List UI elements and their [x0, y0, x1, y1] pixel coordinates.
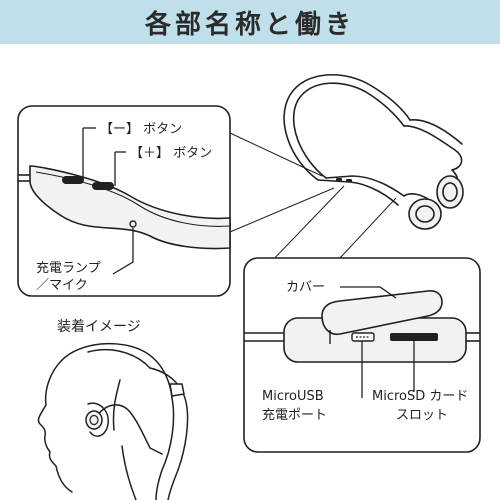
led-mic-hole — [129, 220, 137, 228]
title-banner: 各部名称と働き — [0, 0, 500, 44]
minus-button-shape[interactable] — [62, 176, 84, 184]
microsd-slot[interactable] — [390, 333, 438, 341]
plus-button-shape[interactable] — [92, 182, 114, 190]
label-microusb-line1: MicroUSB — [262, 389, 324, 404]
label-led-mic-line1: 充電ランプ — [36, 260, 101, 276]
label-microsd-line1: MicroSD カード — [372, 389, 468, 404]
wearing-illustration: 装着イメージ — [37, 319, 189, 500]
label-led-mic-line2: ／マイク — [36, 278, 88, 293]
control-body — [29, 165, 231, 250]
label-microusb-line2: 充電ポート — [262, 407, 327, 423]
label-minus-button: 【ー】 ボタン — [100, 122, 182, 137]
label-plus-button: 【＋】 ボタン — [130, 146, 212, 161]
label-microsd-line2: スロット — [396, 408, 448, 423]
label-cover: カバー — [286, 280, 325, 295]
zoom-panel-buttons: 【ー】 ボタン 【＋】 ボタン 充電ランプ ／マイク — [17, 105, 335, 297]
headset-illustration — [283, 74, 464, 230]
cover-flap[interactable] — [321, 290, 443, 336]
page-title: 各部名称と働き — [144, 9, 355, 40]
label-wearing-image: 装着イメージ — [57, 319, 141, 335]
zoom-panel-ports: カバー MicroUSB 充電ポート MicroSD カード スロット — [243, 185, 481, 453]
